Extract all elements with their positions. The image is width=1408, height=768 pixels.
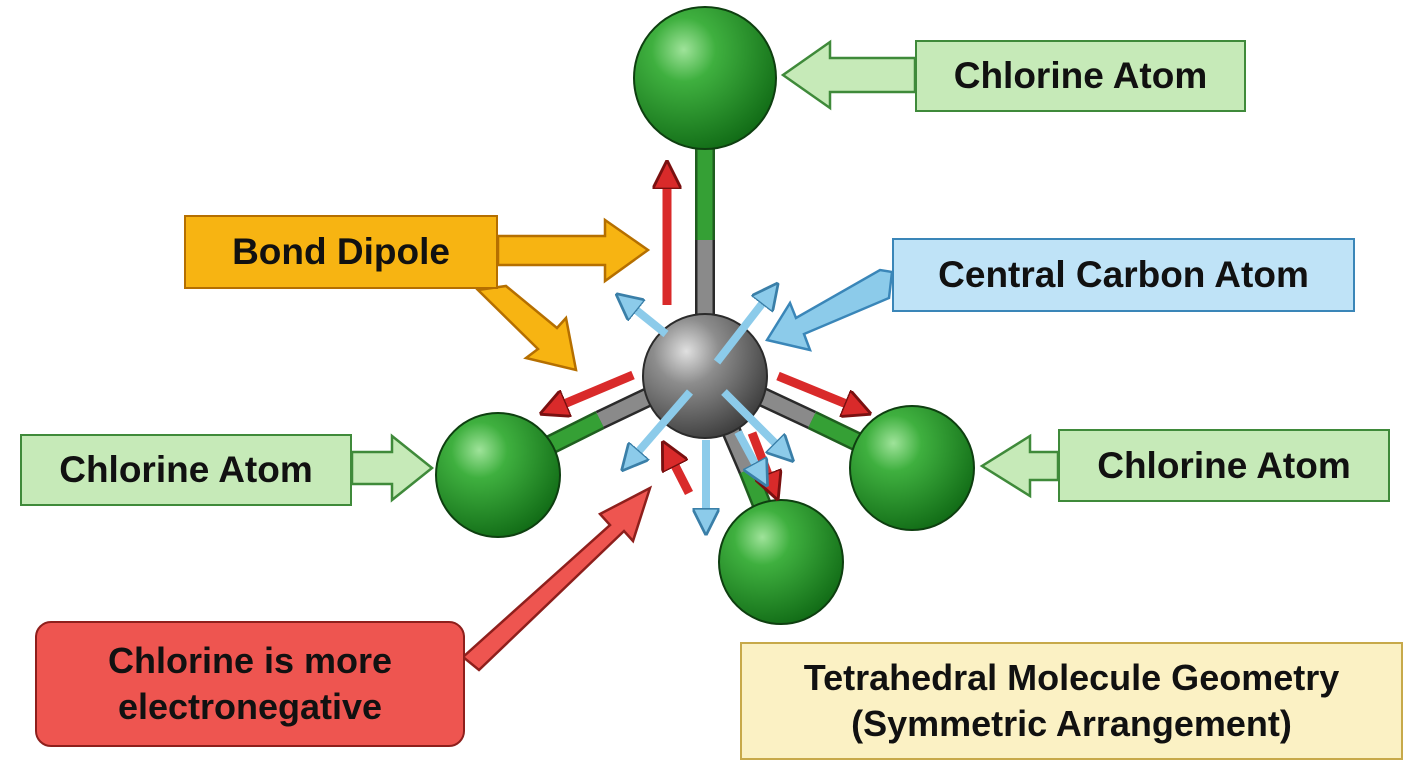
symmetry-arrow-upper-right (713, 287, 775, 365)
pointer-arrow-carbon (765, 268, 894, 352)
chlorine-atom-left (435, 412, 561, 538)
chlorine-atom-label-top-text: Chlorine Atom (953, 55, 1208, 96)
electronegative-label-line1: Chlorine is more (107, 640, 393, 681)
pointer-arrow-electronegative (461, 485, 653, 672)
bond-dipole-label-text: Bond Dipole (232, 231, 450, 272)
symmetry-arrows (620, 287, 790, 530)
pointer-arrow-right (979, 433, 1060, 499)
pointer-arrow-left (350, 433, 435, 503)
symmetry-arrow-lower-left (625, 389, 694, 467)
chlorine-atom-label-right: Chlorine Atom (1058, 429, 1390, 502)
central-carbon-label-text: Central Carbon Atom (938, 254, 1309, 295)
electronegative-label-line2: electronegative (117, 686, 383, 727)
pointer-arrow-bond-dipole-down (475, 284, 578, 372)
geometry-label-line1: Tetrahedral Molecule Geometry (803, 657, 1340, 698)
chlorine-atom-label-left: Chlorine Atom (20, 434, 352, 506)
central-carbon-label: Central Carbon Atom (892, 238, 1355, 312)
geometry-label: Tetrahedral Molecule Geometry (Symmetric… (740, 642, 1403, 760)
chlorine-atom-top (633, 6, 777, 150)
dipole-arrow-bottom-inward (665, 446, 694, 496)
dipole-arrow-right (776, 371, 866, 412)
chlorine-atom-label-right-text: Chlorine Atom (1097, 444, 1351, 486)
pointer-arrow-bond-dipole-right (496, 217, 651, 284)
symmetry-arrow-upper-left (620, 297, 669, 338)
pointer-arrow-top (780, 39, 917, 111)
bond-dipole-label: Bond Dipole (184, 215, 498, 289)
dipole-arrow-left (545, 370, 635, 412)
chlorine-atom-right (849, 405, 975, 531)
geometry-label-line2: (Symmetric Arrangement) (851, 703, 1292, 744)
symmetry-arrow-lower-inner (734, 430, 765, 482)
chlorine-atom-label-left-text: Chlorine Atom (59, 449, 313, 490)
chlorine-atom-bottom (718, 499, 844, 625)
electronegative-label: Chlorine is more electronegative (35, 621, 465, 747)
chlorine-atom-label-top: Chlorine Atom (915, 40, 1246, 112)
symmetry-arrow-lower-right (721, 389, 790, 458)
